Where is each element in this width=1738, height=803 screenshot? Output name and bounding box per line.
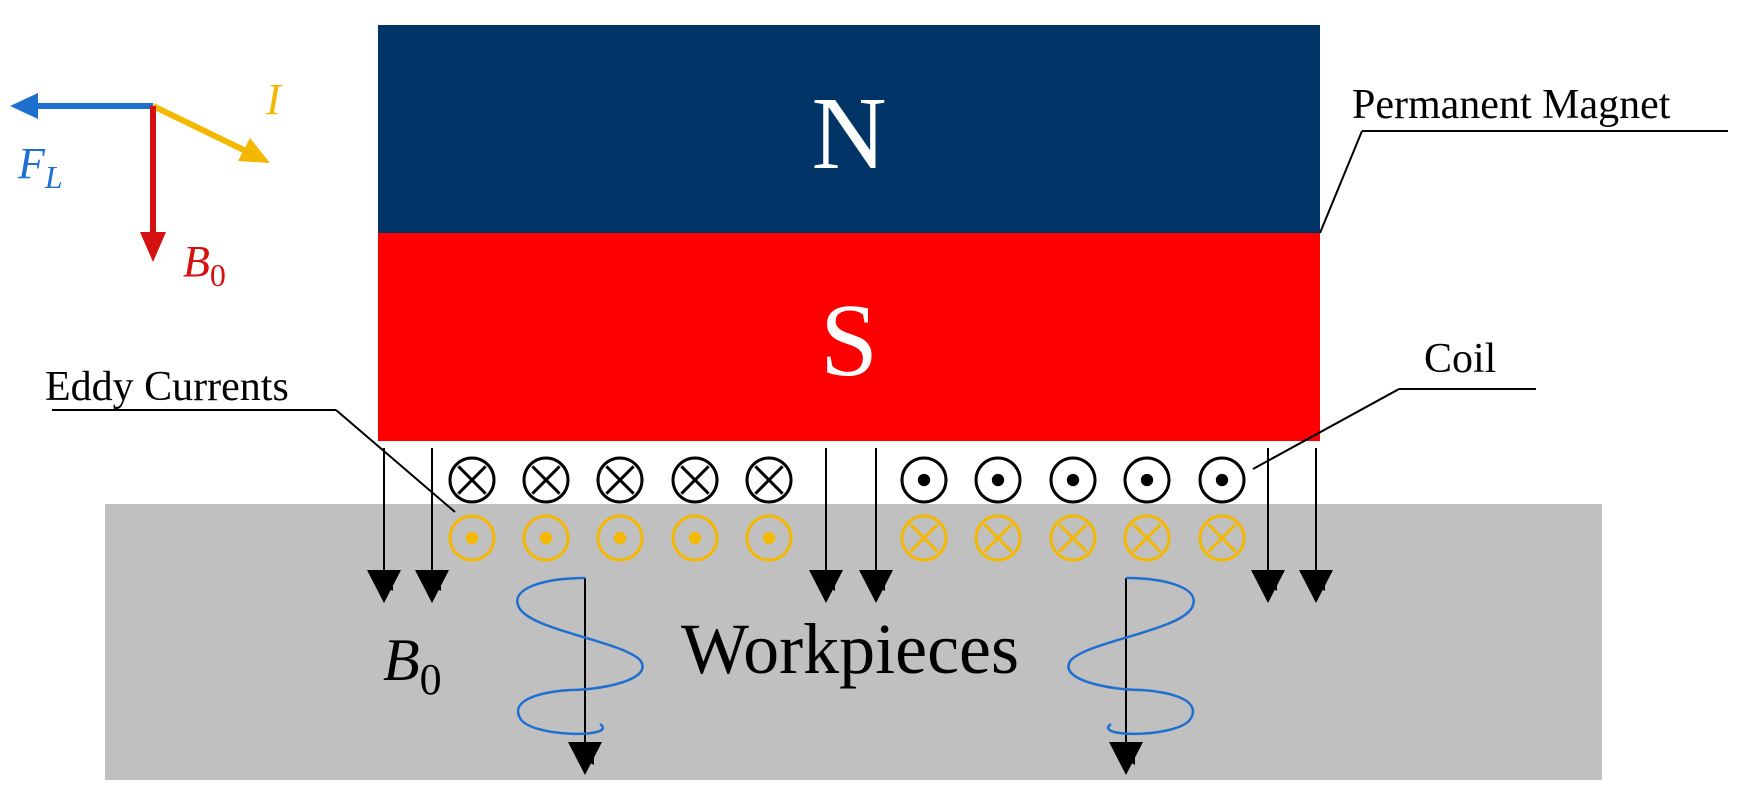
arrowhead (367, 570, 401, 603)
eddy-symbol-cross (1049, 514, 1097, 562)
current-arrow-line (151, 103, 252, 156)
coil-symbol-dot (1198, 456, 1246, 504)
arrowhead (859, 570, 893, 603)
eddy-spiral-left (516, 576, 644, 736)
workpieces-label: Workpieces (681, 609, 1019, 689)
north-pole-block (378, 25, 1320, 233)
arrowhead (809, 570, 843, 603)
arrowhead (1251, 570, 1285, 603)
eddy-symbol-cross (1123, 514, 1171, 562)
coil-symbol-cross (671, 456, 719, 504)
coil-label: Coil (1424, 336, 1496, 382)
north-pole-label: N (811, 76, 886, 191)
permanent-magnet-label: Permanent Magnet (1352, 82, 1671, 128)
coil-symbol-cross (745, 456, 793, 504)
coil-symbol-cross (448, 456, 496, 504)
arrowhead (1299, 570, 1333, 603)
eddy-symbol-dot (522, 514, 570, 562)
coil-symbol-cross (596, 456, 644, 504)
eddy-symbol-dot (448, 514, 496, 562)
direction-legend: FL I B0 (10, 75, 283, 293)
force-arrowhead (10, 93, 38, 119)
coil-symbol-dot (974, 456, 1022, 504)
coil-leader (1252, 388, 1400, 470)
field-label-subscript: 0 (420, 655, 442, 704)
eddy-currents-leader (335, 409, 456, 513)
workpiece-block (105, 504, 1602, 780)
eddy-symbol-dot (671, 514, 719, 562)
permanent-magnet-leader (1319, 130, 1363, 234)
coil-row (448, 456, 1246, 504)
arrowhead (568, 742, 602, 775)
field-legend-label: B0 (183, 237, 226, 293)
eddy-symbol-cross (974, 514, 1022, 562)
eddy-symbol-dot (745, 514, 793, 562)
arrowhead (415, 570, 449, 603)
field-legend-symbol: B (183, 237, 210, 286)
field-arrowhead (140, 232, 166, 262)
eddy-symbol-cross (1198, 514, 1246, 562)
eddy-spiral-right (1067, 576, 1195, 736)
eddy-row (448, 514, 1246, 562)
coil-symbol-dot (1049, 456, 1097, 504)
south-pole-label: S (820, 283, 878, 398)
force-label: FL (17, 139, 63, 195)
coil-symbol-cross (522, 456, 570, 504)
current-label: I (265, 75, 283, 124)
field-arrowheads (367, 570, 1333, 775)
current-arrowhead (238, 138, 270, 163)
arrowhead (1109, 742, 1143, 775)
coil-symbol-dot (1123, 456, 1171, 504)
coil-symbol-dot (900, 456, 948, 504)
field-legend-subscript: 0 (210, 257, 226, 293)
eddy-spirals (516, 576, 1195, 736)
field-arrows (383, 448, 1325, 765)
force-subscript: L (44, 159, 63, 195)
field-label-symbol: B (383, 627, 420, 693)
south-pole-block (378, 233, 1320, 441)
eddy-symbol-dot (596, 514, 644, 562)
eddy-currents-label: Eddy Currents (45, 364, 289, 410)
force-symbol: F (17, 139, 46, 188)
eddy-symbol-cross (900, 514, 948, 562)
field-label: B0 (383, 627, 442, 704)
